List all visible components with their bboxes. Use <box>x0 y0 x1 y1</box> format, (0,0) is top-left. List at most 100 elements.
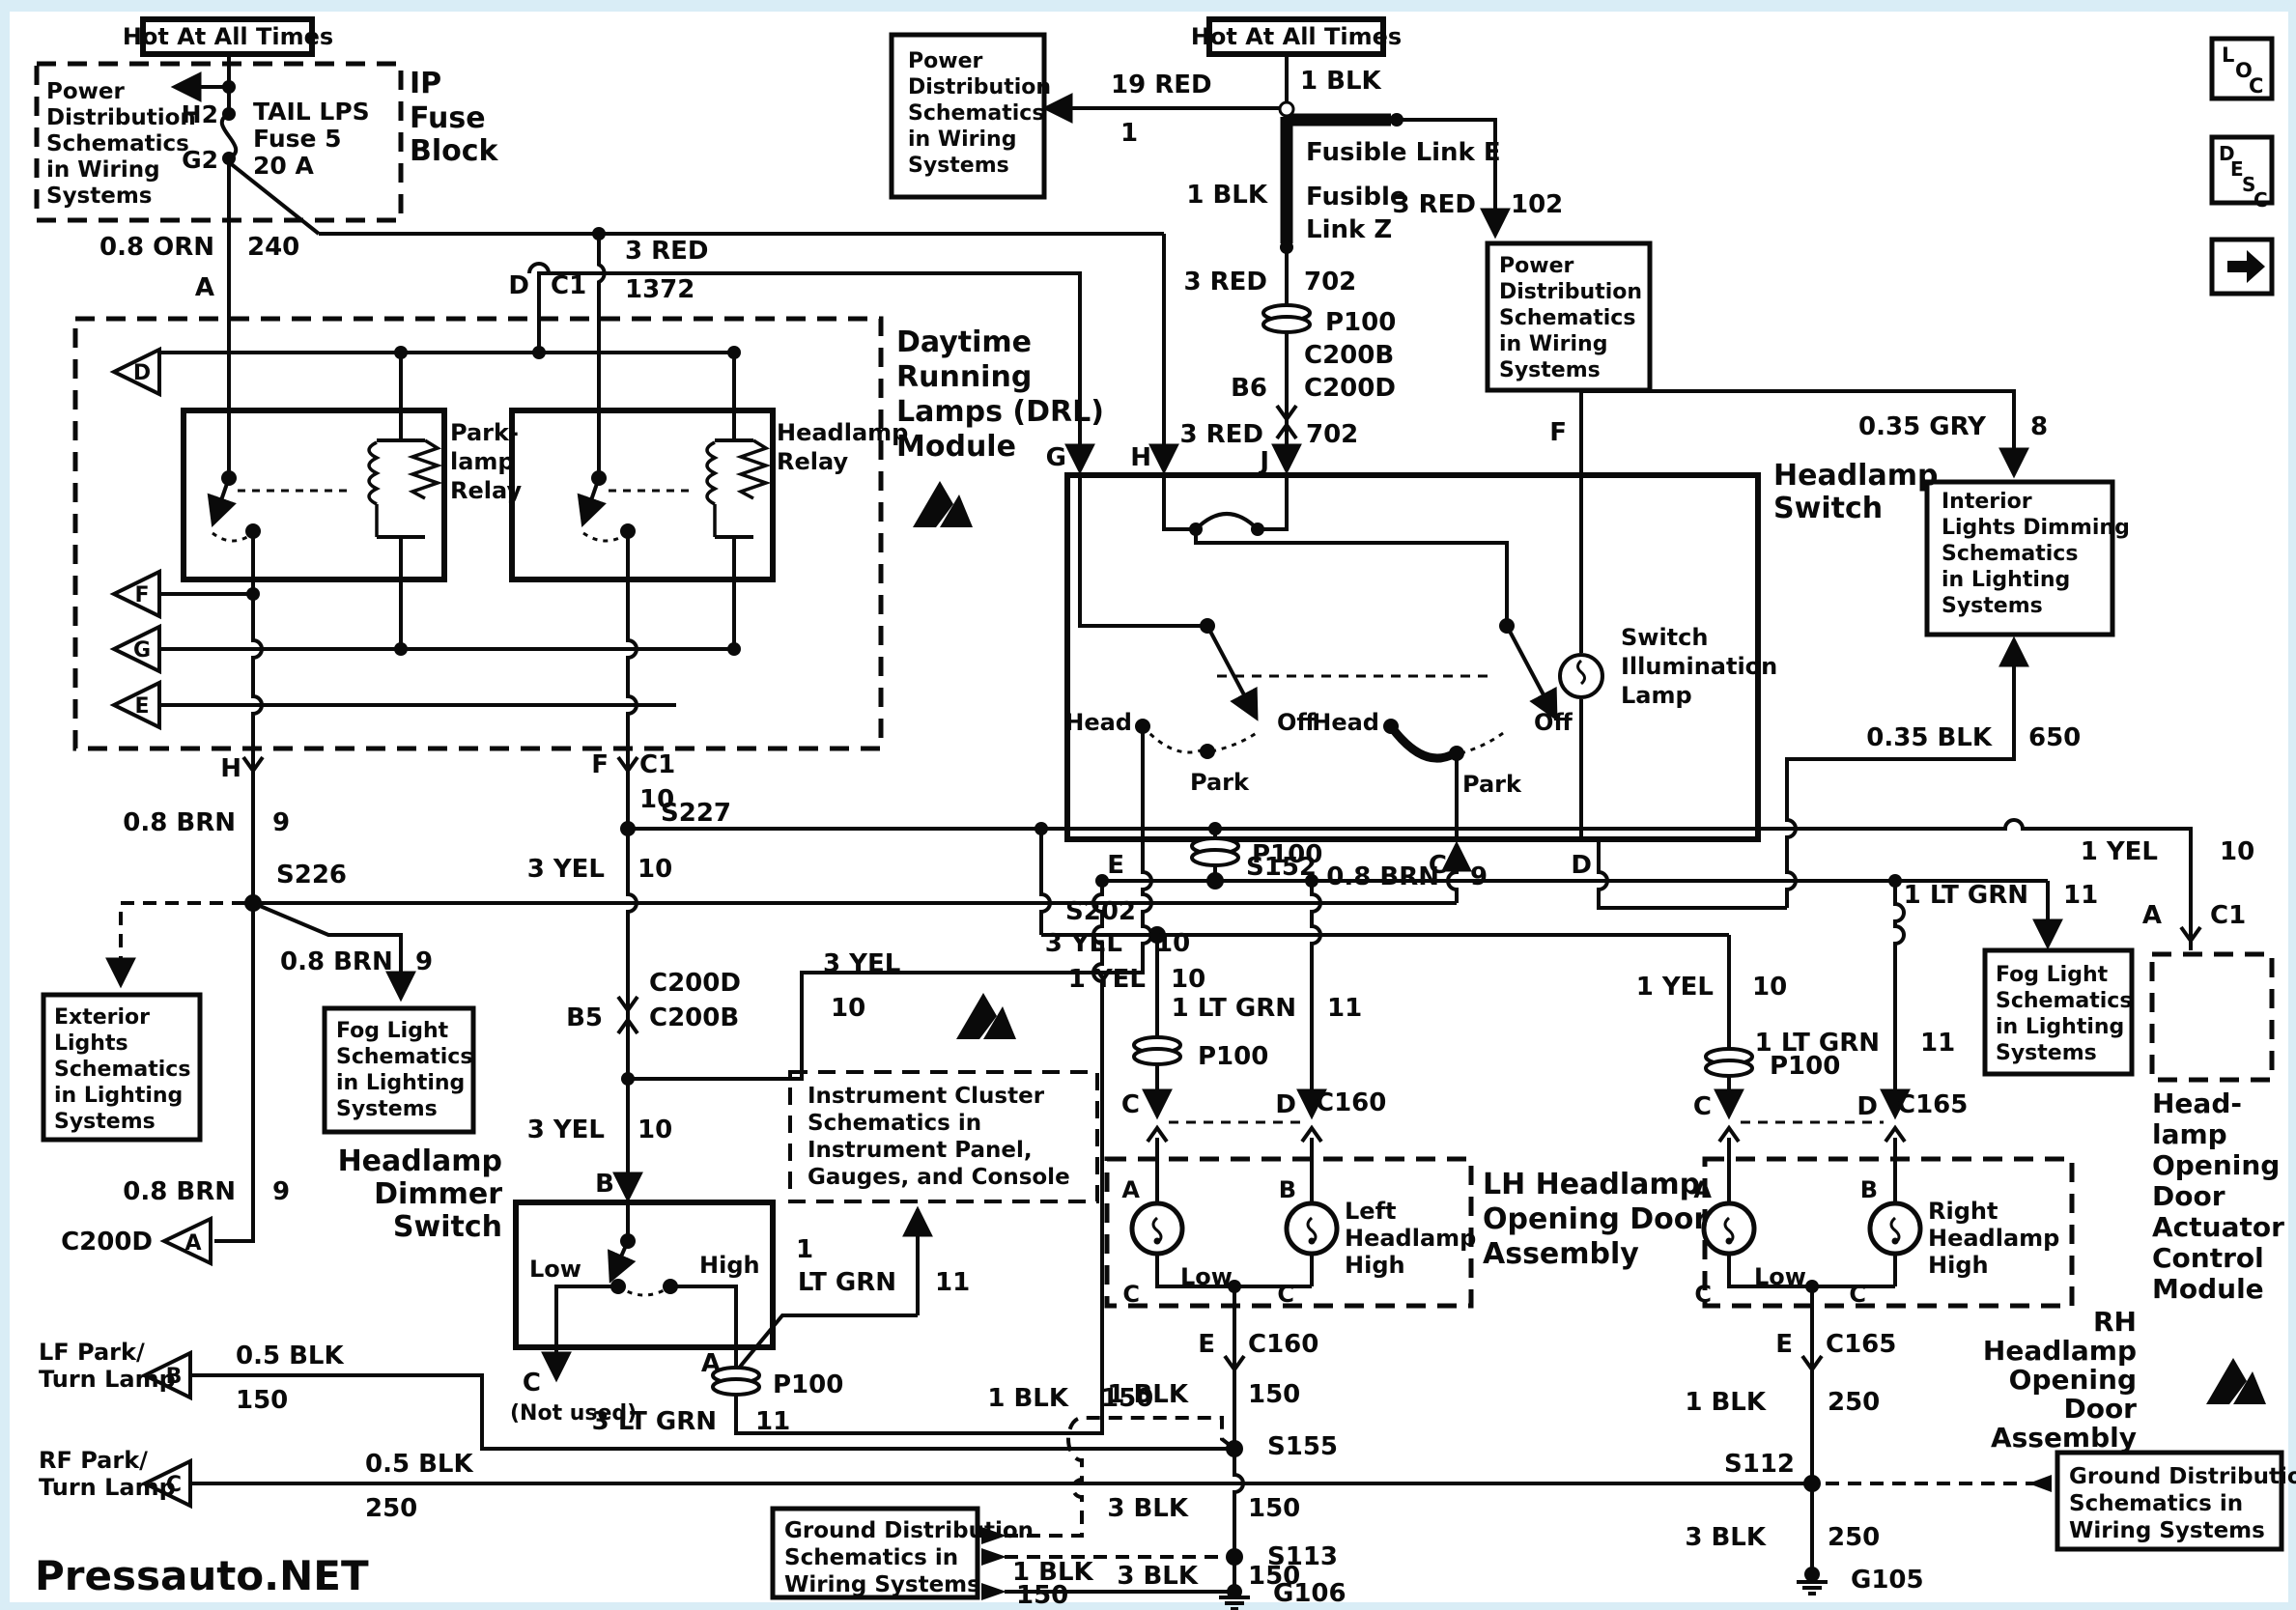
desc-c: C <box>2253 188 2268 212</box>
wire-3blk-250: 3 BLK <box>1685 1523 1767 1552</box>
loc-icon-box <box>2209 36 2275 101</box>
fusible-link-e: Fusible Link E <box>1306 138 1501 167</box>
ckt-1372: 1372 <box>625 275 694 304</box>
wire-035blk-650 <box>1597 645 2016 910</box>
wire-1ltgrn-c165d <box>1893 881 1906 1113</box>
wire-1ltgrn-fog: 1 LT GRN <box>1904 881 2028 910</box>
wire-3red-702b: 3 RED <box>1179 420 1263 449</box>
tri-conn-a-c200d <box>159 1215 213 1267</box>
pd-box2-l2: Distribution <box>908 75 1051 99</box>
wire-1blk-150: 1 BLK <box>1107 1380 1189 1409</box>
ckt-250-c: 250 <box>1828 1523 1880 1552</box>
desc-d: D <box>2219 142 2235 165</box>
dimmer-l3: Switch <box>393 1210 502 1244</box>
wire-035gry-8 <box>1579 389 2016 475</box>
pd-box2-l3: Schematics <box>908 101 1044 126</box>
splice-s152-dot <box>1206 872 1224 890</box>
wire-3red-1372-bus <box>319 232 1166 467</box>
dash-exterior-branch <box>119 901 245 981</box>
act-l7: Module <box>2152 1273 2264 1305</box>
wire-08orn: 0.8 ORN <box>99 233 214 262</box>
lh-bulb-wiring <box>1155 1138 1314 1306</box>
wire-3yel-e: 3 YEL <box>1045 929 1122 958</box>
tri-conn-c-rf <box>140 1457 192 1510</box>
ckt-8: 8 <box>2030 412 2048 441</box>
sw1-head: Head <box>1064 709 1132 736</box>
sw1-off: Off <box>1277 709 1316 736</box>
relay2-coil <box>705 440 719 537</box>
lh-low: Low <box>1180 1263 1233 1290</box>
splice-s112: S112 <box>1724 1450 1795 1479</box>
pin-h-sw: H <box>1130 443 1151 472</box>
ckt-10-lh: 10 <box>1171 965 1205 994</box>
wire-1ltgrn-rh: 1 LT GRN <box>1755 1029 1880 1058</box>
pin-d-c165: D <box>1857 1092 1878 1121</box>
fog2-box-l1: Fog Light <box>1996 963 2109 987</box>
ckt-240: 240 <box>247 233 299 262</box>
wire-3red-102: 3 RED <box>1392 190 1476 219</box>
sw1-arm <box>1205 625 1259 721</box>
parklamp-relay-l2: lamp <box>450 448 515 475</box>
parklamp-relay-l1: Park- <box>450 419 519 446</box>
not-used: (Not used) <box>510 1401 637 1426</box>
pd-box1-l1: Power <box>46 79 126 104</box>
dimmer-low: Low <box>529 1256 581 1283</box>
wire-1ltgrn-lh: 1 LT GRN <box>1172 994 1296 1023</box>
ckt-11-lh: 11 <box>1327 994 1362 1023</box>
right-edge-strip <box>2288 0 2296 1610</box>
sw-illum-l2: Illumination <box>1621 653 1777 680</box>
tri-conn-d <box>109 346 161 398</box>
dimmer-outs <box>554 1285 738 1347</box>
sw2-park: Park <box>1462 771 1522 798</box>
act-l2: lamp <box>2152 1118 2227 1150</box>
int-box-l3: Schematics <box>1942 542 2078 566</box>
rf-park-l2: Turn Lamp <box>39 1474 176 1501</box>
fusible-link-eyelet <box>1278 100 1295 118</box>
pin-j-sw: J <box>1258 447 1269 476</box>
conn-c160-e: C160 <box>1248 1330 1318 1359</box>
pin-h-drl: H <box>220 754 241 783</box>
ext-box-l5: Systems <box>54 1110 156 1134</box>
wire-coil-feeds <box>399 353 736 440</box>
pd-box3-l4: in Wiring <box>1499 332 1607 356</box>
ckt-9-d: 9 <box>272 1177 290 1206</box>
ckt-150-c: 150 <box>1248 1494 1300 1523</box>
act-l5: Actuator <box>2152 1211 2284 1243</box>
ckt-150-d: 150 <box>1016 1581 1068 1610</box>
conn-c160: C160 <box>1316 1088 1386 1117</box>
splice-s202: S202 <box>1065 897 1136 926</box>
headlamp-switch-l2: Switch <box>1773 492 1883 525</box>
ext-box-l1: Exterior <box>54 1005 150 1030</box>
wire-3red-102 <box>1397 118 1497 232</box>
wire-1blk-150c: 1 BLK <box>1012 1558 1094 1587</box>
wire-05blk-150-bus <box>190 1373 1234 1451</box>
ip-l3: Block <box>410 134 499 168</box>
fog2-box-l2: Schematics <box>1996 989 2132 1013</box>
tri-d-letter: D <box>133 361 151 385</box>
lh-assembly-box <box>1104 1156 1474 1309</box>
parklamp-relay-l3: Relay <box>450 477 522 504</box>
pd-box1-l3: Schematics <box>46 131 189 156</box>
gnd1-box-l3: Wiring Systems <box>784 1572 980 1597</box>
conn-p100-lh: P100 <box>1198 1042 1268 1071</box>
fusible-z-l2: Link Z <box>1306 215 1392 244</box>
wire-s155-g106 <box>1233 1449 1245 1592</box>
ckt-11-rh: 11 <box>1920 1029 1955 1058</box>
pin-g2: G2 <box>182 146 218 174</box>
ic-box-l3: Instrument Panel, <box>808 1138 1033 1163</box>
wire-1yel-lh: 1 YEL <box>1068 965 1146 994</box>
actuator-module-box <box>2149 951 2275 1083</box>
ckt-10-rh: 10 <box>1752 973 1787 1002</box>
ip-l1: IP <box>410 67 441 100</box>
tri-b-letter: B <box>166 1365 183 1389</box>
ckt-102: 102 <box>1511 190 1563 219</box>
ckt-11-fog: 11 <box>2063 881 2098 910</box>
ckt-702b: 702 <box>1306 420 1358 449</box>
relay2-switch-arm <box>577 477 607 528</box>
lh-asm-l1: LH Headlamp <box>1483 1168 1700 1201</box>
gnd1-box-l1: Ground Distribution <box>784 1518 1034 1543</box>
wire-1ltgrn-ic2: LT GRN <box>798 1268 896 1297</box>
ckt-702a: 702 <box>1304 268 1356 297</box>
splice-s152: S152 <box>1246 853 1317 882</box>
